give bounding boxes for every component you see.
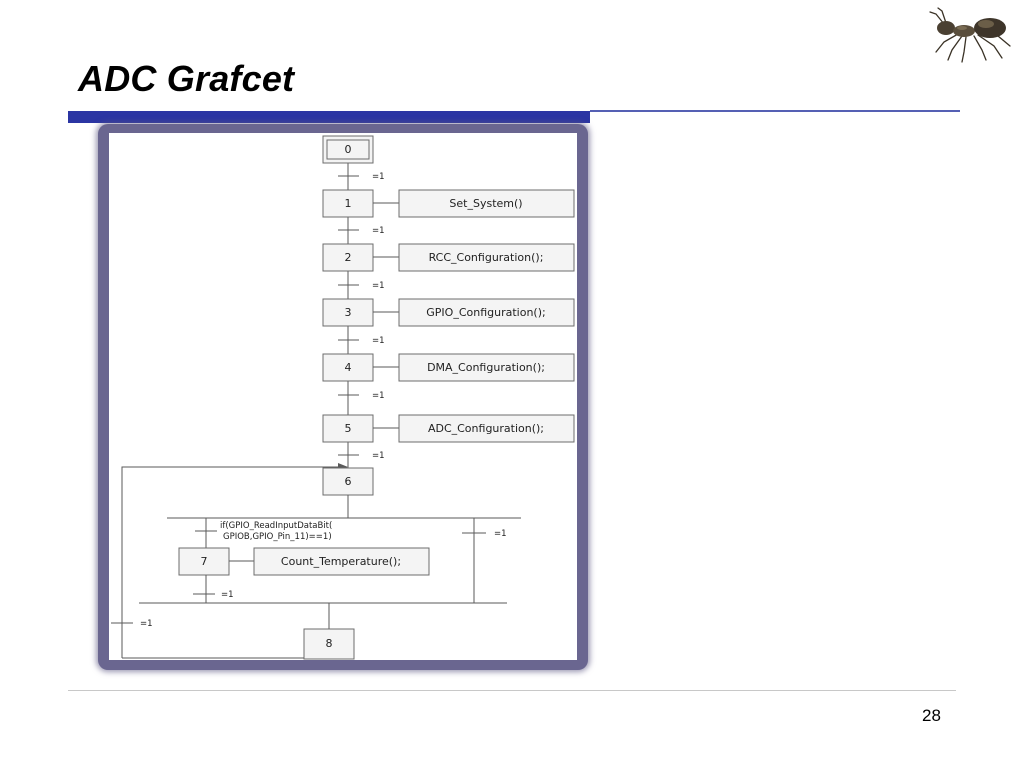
step-8: 8 — [303, 628, 355, 660]
transition-condition: =1 — [221, 590, 234, 600]
transition-condition: =1 — [372, 336, 385, 346]
step-6: 6 — [322, 467, 374, 496]
step-label: 2 — [345, 251, 352, 264]
step-5: 5 ADC_Configuration(); — [322, 414, 575, 443]
step-label: 1 — [345, 197, 352, 210]
transition-condition: =1 — [140, 619, 153, 629]
ant-icon — [922, 6, 1018, 64]
title-rule — [68, 111, 590, 123]
page-number: 28 — [922, 706, 941, 725]
action-gpio-configuration: GPIO_Configuration(); — [426, 306, 545, 319]
step-4: 4 DMA_Configuration(); — [322, 353, 575, 382]
transition-condition: =1 — [372, 451, 385, 461]
step-7: 7 Count_Temperature(); — [178, 547, 430, 576]
step-label: 7 — [201, 555, 208, 568]
action-count-temperature: Count_Temperature(); — [281, 555, 401, 568]
grafcet-diagram: 0 =1 1 Set_System() =1 2 RCC_Configurati… — [109, 133, 577, 660]
step-label: 6 — [345, 475, 352, 488]
step-label: 5 — [345, 422, 352, 435]
step-label: 4 — [345, 361, 352, 374]
step-label: 8 — [326, 637, 333, 650]
title-rule-extension — [590, 110, 960, 112]
transition-condition: =1 — [372, 172, 385, 182]
slide-title: ADC Grafcet — [78, 58, 295, 99]
transition-condition: =1 — [372, 281, 385, 291]
footer-rule — [68, 690, 956, 691]
action-set-system: Set_System() — [449, 197, 522, 210]
step-2: 2 RCC_Configuration(); — [322, 243, 575, 272]
transition-condition: =1 — [372, 391, 385, 401]
condition-text-2: GPIOB,GPIO_Pin_11)==1) — [223, 532, 332, 542]
action-rcc-configuration: RCC_Configuration(); — [429, 251, 544, 264]
condition-text: if(GPIO_ReadInputDataBit( — [220, 521, 332, 531]
step-label: 0 — [345, 143, 352, 156]
step-1: 1 Set_System() — [322, 189, 575, 218]
action-dma-configuration: DMA_Configuration(); — [427, 361, 545, 374]
step-3: 3 GPIO_Configuration(); — [322, 298, 575, 327]
action-adc-configuration: ADC_Configuration(); — [428, 422, 544, 435]
initial-step-0: 0 — [322, 135, 374, 164]
step-label: 3 — [345, 306, 352, 319]
transition-condition: =1 — [494, 529, 507, 539]
transition-condition: =1 — [372, 226, 385, 236]
